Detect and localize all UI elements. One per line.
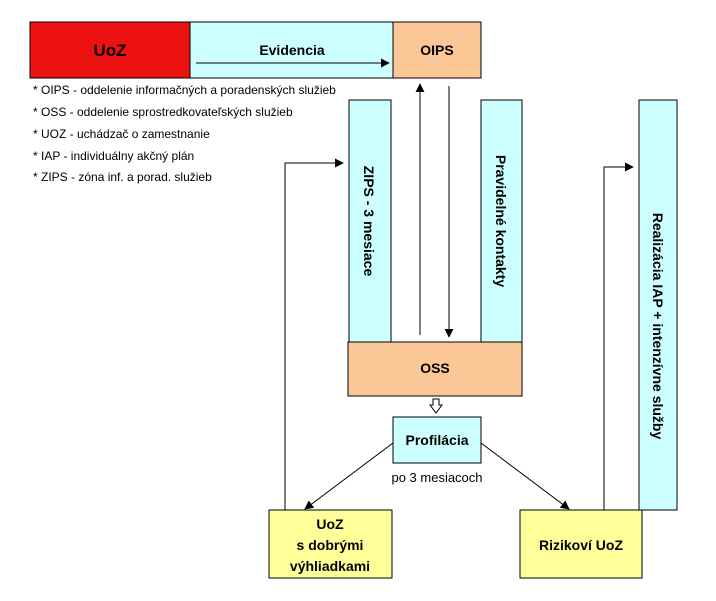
good-outlook-line-3: výhliadkami [290,558,370,574]
legend-item-oss: * OSS - oddelenie sprostredkovateľských … [33,105,293,119]
zips-label: ZIPS - 3 mesiace [361,166,377,277]
realizacia-label: Realizácia IAP + intenzívne služby [650,213,666,440]
legend-item-uoz: * UOZ - uchádzač o zamestnanie [33,127,210,141]
risky-to-realizacia-path [603,162,634,510]
legend-item-zips: * ZIPS - zóna inf. a porad. služieb [33,170,212,184]
legend-item-iap: * IAP - individuálny akčný plán [33,149,194,163]
realizacia-column [638,99,678,511]
zips-column [348,99,392,343]
pravidelne-column [480,99,523,343]
oss-box [347,341,523,397]
good-outlook-line-2: s dobrými [297,537,364,553]
legend-item-oips: * OIPS - oddelenie informačných a porade… [33,83,336,97]
evidencia-label: Evidencia [259,42,325,58]
oips-label: OIPS [420,42,453,58]
good-to-zips-path [284,158,344,510]
po3-label: po 3 mesiacoch [391,470,482,485]
hollow-down-arrow-icon [429,398,443,414]
pravidelne-label: Pravidelné kontakty [493,155,509,287]
legend: * OIPS - oddelenie informačných a porade… [33,83,336,184]
good-outlook-line-1: UoZ [316,516,344,532]
profilacia-label: Profilácia [405,432,468,448]
to-good-arrow [304,442,394,510]
risky-label: Rizikoví UoZ [539,537,623,553]
profilacia-box [392,416,482,464]
oss-label: OSS [420,360,450,376]
evidencia-box [189,21,394,79]
to-risky-arrow [480,442,570,510]
uoz-label: UoZ [93,41,126,60]
uoz-box [29,21,191,79]
good-outlook-box [268,509,393,579]
risky-box [519,509,643,579]
oips-box [392,21,482,79]
